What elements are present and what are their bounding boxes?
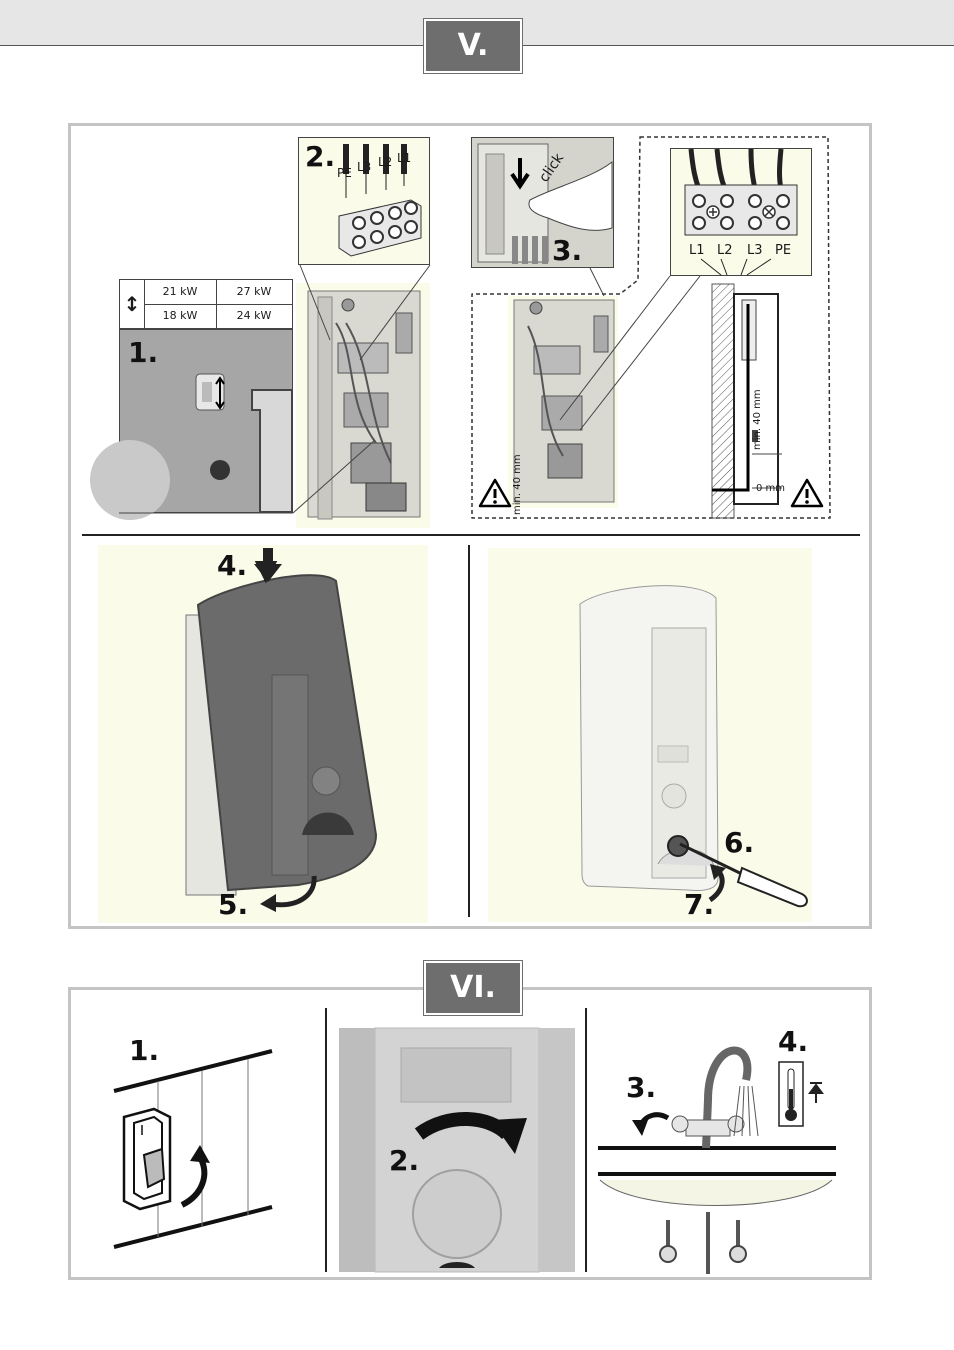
step-4-label: 4. [217,549,248,582]
heater-internals-left [307,290,421,520]
dim-zero: 0 mm [756,483,786,494]
step-2-label: 2. [305,140,336,173]
wire-label-l2: L2 [378,155,393,169]
step-3-label: 3. [552,234,583,267]
warning-triangle-icon [478,478,512,508]
table-cell: 21 kW [144,280,217,304]
dim-min40-left: min. 40 mm [512,454,523,515]
step-5-label: 5. [218,888,249,921]
arrow-down-icon [254,548,282,582]
divider-horizontal [82,534,860,536]
divider-vi-2 [585,1008,587,1272]
cover-install-illustration [185,561,378,896]
table-cell: 24 kW [236,309,272,322]
switch-closeup [90,330,293,520]
wire-label-pe: PE [337,166,352,180]
terminal-strip-icon [684,148,798,276]
divider-vertical [468,545,470,917]
vi-step-2-label: 2. [389,1144,420,1177]
section-v-badge: V. [423,18,523,74]
table-cell: 18 kW [144,304,217,328]
leader-lines-right [559,267,701,431]
thermometer-icon [778,1061,824,1127]
curved-arrow-icon [260,875,317,912]
vi-step-4-label: 4. [778,1025,809,1058]
heater-internals-right [513,299,615,503]
step-1-label: 1. [128,336,159,369]
zoom-detail-terminals: L1 L2 L3 PE [670,148,812,276]
knob-illustration [339,1027,575,1273]
table-cell: 27 kW [236,285,272,298]
vi-step-1-label: 1. [129,1034,160,1067]
breaker-switch-icon [113,1049,273,1249]
click-closeup [477,143,613,264]
screwdriver-icon [679,842,808,908]
wire-label-l1: L1 [397,151,412,165]
wire-label-l3: L3 [357,160,372,174]
white-heater-illustration [579,585,719,891]
step-6-label: 6. [724,826,755,859]
terminal-label-l1: L1 [689,243,705,258]
terminal-block-icon [338,144,422,257]
divider-vi-1 [325,1008,327,1272]
terminal-label-l3: L3 [747,243,763,258]
vi-step-3-label: 3. [626,1071,657,1104]
terminal-label-l2: L2 [717,243,733,258]
dim-min40-right: min. 40 mm [752,389,763,450]
zoom-detail-wires: 2. PE L3 L2 L1 [298,137,430,265]
power-table: ↕ 21 kW 27 kW 18 kW 24 kW [119,279,293,329]
wall-side-view [711,283,782,519]
warning-triangle-icon [790,478,824,508]
step-7-label: 7. [684,888,715,921]
section-vi-badge: VI. [423,960,523,1016]
zoom-detail-click: 3. click [471,137,614,268]
faucet-icon [598,1046,836,1274]
zoom-detail-switch: 1. [90,329,293,520]
leader-line [119,264,431,514]
curved-arrow-icon [708,864,726,903]
terminal-label-pe: PE [775,243,792,258]
dashed-outline [471,136,831,519]
